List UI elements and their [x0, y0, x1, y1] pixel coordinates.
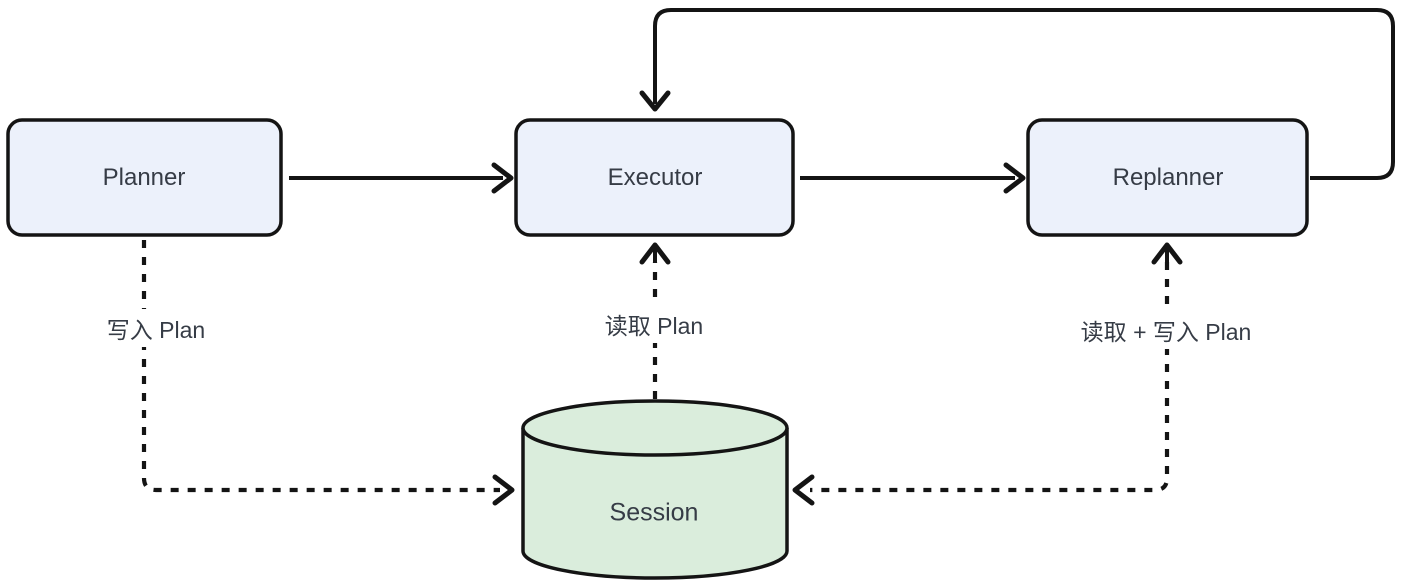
edge-planner-session: [141, 240, 500, 493]
arrowhead-into-executor-bottom-icon: [639, 242, 671, 265]
arrowhead-loop-into-executor-top-icon: [639, 90, 671, 112]
node-replanner-box: [1026, 118, 1309, 237]
edge-replanner-executor-loop: [653, 8, 1395, 180]
edge-label-read-plan: 读取 Plan: [596, 305, 712, 343]
node-label-replanner: Replanner: [1112, 164, 1224, 191]
arrowhead-into-session-left-icon: [492, 474, 515, 506]
arrowhead-into-session-right-icon: [792, 474, 815, 506]
node-label-planner: Planner: [102, 164, 186, 191]
session-cylinder-top: [521, 399, 789, 457]
arrowhead-into-replanner-bottom-icon: [1151, 242, 1183, 265]
edge-label-read-write-plan: 读取 + 写入 Plan: [1072, 311, 1260, 349]
node-label-executor: Executor: [607, 164, 703, 191]
edge-replanner-session: [810, 262, 1170, 493]
edge-label-write-plan: 写入 Plan: [98, 309, 214, 347]
arrowhead-into-replanner-left-icon: [1003, 162, 1026, 194]
session-cylinder-body: [521, 428, 789, 580]
node-executor-box: [514, 118, 795, 237]
node-label-session: Session: [609, 498, 699, 527]
arrowhead-into-executor-left-icon: [491, 162, 514, 194]
node-planner-box: [6, 118, 283, 237]
